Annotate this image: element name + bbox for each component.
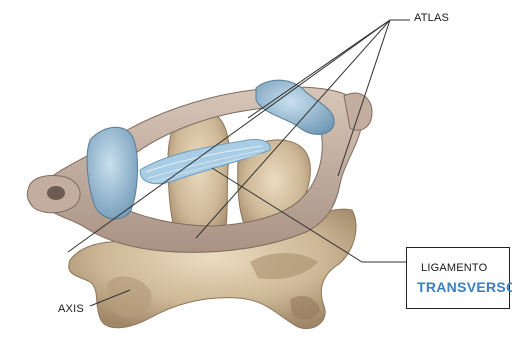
axis-label: AXIS	[58, 303, 84, 315]
ligament-label-line2: TRANSVERSO	[417, 279, 512, 295]
ligament-label-line1: LIGAMENTO	[421, 262, 487, 274]
atlas-label: ATLAS	[414, 12, 449, 24]
ligament-label-box: LIGAMENTO TRANSVERSO	[406, 247, 510, 309]
